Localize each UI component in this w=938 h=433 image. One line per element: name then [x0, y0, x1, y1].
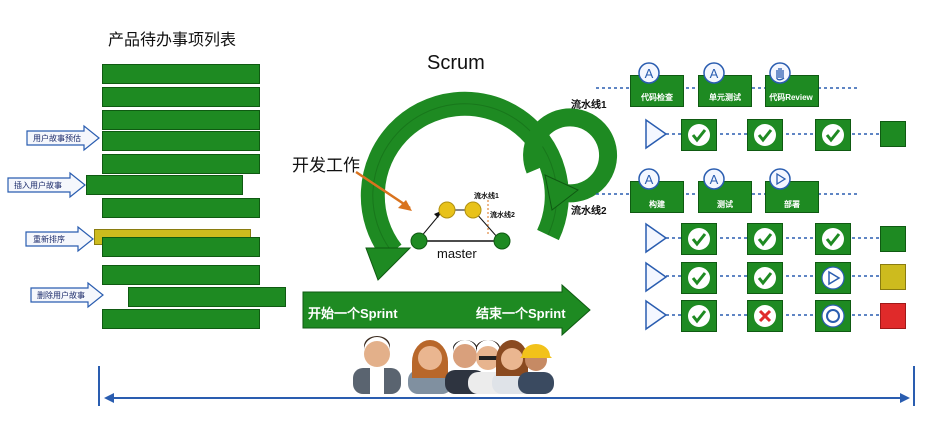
- stage-label: 代码检查: [641, 93, 673, 102]
- cycle-arrowhead: [365, 247, 412, 281]
- backlog-item: [86, 175, 243, 195]
- result-pending: [815, 300, 851, 332]
- letter-a-icon: A: [703, 168, 725, 190]
- stage-label: 代码Review: [769, 93, 813, 102]
- team-people-image: [353, 336, 554, 394]
- svg-text:A: A: [645, 172, 654, 187]
- status-square-green: [880, 121, 906, 147]
- backlog-item: [128, 287, 286, 307]
- arrow-shape: [7, 171, 86, 199]
- backlog-title: 产品待办事项列表: [108, 32, 237, 49]
- svg-text:A: A: [710, 172, 719, 187]
- arrow-shape: [25, 225, 94, 253]
- scrum-title: Scrum: [427, 52, 485, 74]
- result-running: [815, 262, 851, 294]
- stage-label: 部署: [784, 200, 800, 209]
- label-insert: 插入用户故事: [14, 181, 62, 190]
- stage-label: 测试: [717, 200, 733, 209]
- label-reorder: 重新排序: [33, 235, 65, 244]
- backlog-item: [102, 237, 260, 257]
- daily-loop: [523, 108, 618, 203]
- backlog-item: [102, 265, 260, 285]
- play-icon: [645, 222, 668, 254]
- sprint-cycle-ring-edge: [372, 103, 558, 253]
- result-check: [815, 119, 851, 151]
- stage-label: 单元测试: [709, 93, 741, 102]
- status-square-yellow: [880, 264, 906, 290]
- arrow-shape: [26, 124, 100, 152]
- person: [353, 336, 401, 394]
- play-icon: [645, 118, 668, 150]
- svg-text:A: A: [710, 66, 719, 81]
- dev-work-label: 开发工作: [292, 156, 360, 175]
- daily-loop-arrowhead: [544, 174, 579, 211]
- backlog-item: [102, 87, 260, 107]
- master-label: master: [437, 246, 477, 261]
- start-sprint-label: 开始一个Sprint: [308, 306, 398, 321]
- backlog-item: [102, 309, 260, 329]
- result-check: [681, 119, 717, 151]
- sprint-arrow: [302, 283, 591, 337]
- result-check: [681, 300, 717, 332]
- result-failed: [747, 300, 783, 332]
- play-icon: [645, 261, 668, 293]
- result-check: [747, 262, 783, 294]
- status-square-green: [880, 226, 906, 252]
- play-icon: [769, 168, 791, 190]
- person: [518, 344, 554, 394]
- svg-text:A: A: [645, 66, 654, 81]
- pipeline-1-label: 流水线1: [571, 100, 607, 111]
- pipeline-1-stage-code-check: [630, 75, 684, 107]
- sprint-cycle-ring: [360, 91, 569, 260]
- person: [408, 340, 452, 394]
- pipeline-2-label: 流水线2: [571, 206, 607, 217]
- letter-a-icon: A: [638, 168, 660, 190]
- hand-icon: [769, 62, 791, 84]
- result-check: [747, 223, 783, 255]
- result-check: [681, 262, 717, 294]
- label-estimate: 用户故事预估: [33, 134, 81, 143]
- letter-a-icon: A: [703, 62, 725, 84]
- result-check: [747, 119, 783, 151]
- result-check: [815, 223, 851, 255]
- letter-a-icon: A: [638, 62, 660, 84]
- inner-pipeline-1-label: 流水线1: [474, 193, 499, 200]
- label-delete: 删除用户故事: [37, 291, 85, 300]
- backlog-item: [102, 198, 260, 218]
- play-icon: [645, 299, 668, 331]
- arrow-shape: [30, 281, 104, 309]
- backlog-item: [102, 131, 260, 151]
- end-sprint-label: 结束一个Sprint: [476, 306, 566, 321]
- result-check: [681, 223, 717, 255]
- backlog-item: [102, 154, 260, 174]
- stage-label: 构建: [649, 200, 665, 209]
- backlog-item: [102, 110, 260, 130]
- backlog-item: [102, 64, 260, 84]
- inner-pipeline-2-label: 流水线2: [490, 212, 515, 219]
- status-square-red: [880, 303, 906, 329]
